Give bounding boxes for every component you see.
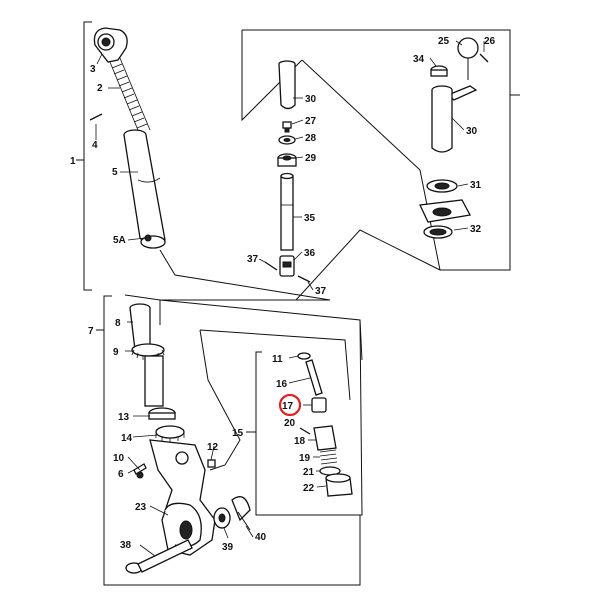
callout-37-left: 37 bbox=[247, 254, 259, 265]
callout-7: 7 bbox=[88, 326, 94, 337]
ring-14 bbox=[155, 425, 185, 443]
spring-19 bbox=[319, 449, 338, 465]
callout-30-center: 30 bbox=[305, 94, 317, 105]
callout-40: 40 bbox=[255, 532, 267, 543]
callout-labels: 1 2 3 4 5 5A 6 7 8 9 10 11 12 13 14 15 1… bbox=[70, 36, 496, 553]
outer-sleeve bbox=[123, 129, 166, 249]
callout-10: 10 bbox=[113, 453, 125, 464]
highlight-circle-17 bbox=[278, 393, 302, 417]
upper-tube-30 bbox=[431, 85, 453, 153]
pin-26 bbox=[479, 53, 489, 63]
callout-20: 20 bbox=[284, 418, 296, 429]
knob-25 bbox=[457, 37, 479, 59]
callout-4: 4 bbox=[92, 140, 98, 151]
callout-15: 15 bbox=[232, 428, 244, 439]
pin-20 bbox=[299, 427, 311, 435]
callout-19: 19 bbox=[299, 453, 311, 464]
seal-31 bbox=[426, 179, 458, 193]
washer-28 bbox=[278, 135, 296, 145]
leader-lines bbox=[95, 40, 485, 557]
section-outline-lines bbox=[112, 29, 520, 586]
callout-36: 36 bbox=[304, 248, 316, 259]
bushing-29 bbox=[277, 153, 297, 167]
callout-6: 6 bbox=[118, 469, 124, 480]
callout-30-right: 30 bbox=[466, 126, 478, 137]
lynch-pin-40 bbox=[231, 496, 251, 531]
small-screw bbox=[282, 121, 292, 133]
callout-2: 2 bbox=[97, 83, 103, 94]
callout-34: 34 bbox=[413, 54, 425, 65]
bracket-group-1 bbox=[76, 21, 92, 291]
callout-9: 9 bbox=[113, 347, 119, 358]
spring-pin-6 bbox=[133, 463, 147, 475]
callout-38: 38 bbox=[120, 540, 132, 551]
washer-39 bbox=[213, 507, 231, 529]
callout-25: 25 bbox=[438, 36, 450, 47]
body-18 bbox=[313, 425, 337, 451]
callout-26: 26 bbox=[484, 36, 496, 47]
callout-16: 16 bbox=[276, 379, 288, 390]
bearing-13 bbox=[148, 407, 176, 420]
gear-9 bbox=[131, 343, 165, 407]
spring-coil bbox=[109, 57, 151, 136]
cap-34 bbox=[430, 65, 448, 77]
callout-18: 18 bbox=[294, 436, 306, 447]
callout-32: 32 bbox=[470, 224, 482, 235]
callout-11: 11 bbox=[272, 354, 283, 365]
pin-37-right bbox=[297, 275, 311, 283]
bracket-group-7 bbox=[96, 295, 112, 586]
bracket-32 bbox=[419, 199, 471, 239]
nut-11 bbox=[297, 352, 311, 360]
callout-14: 14 bbox=[121, 433, 133, 444]
callout-13: 13 bbox=[118, 412, 130, 423]
lower-shaft-8 bbox=[129, 303, 151, 351]
callout-17: 17 bbox=[282, 401, 294, 412]
callout-35: 35 bbox=[304, 213, 316, 224]
callout-1: 1 bbox=[70, 156, 76, 167]
set-screw-12 bbox=[207, 459, 216, 468]
callout-27: 27 bbox=[305, 116, 317, 127]
part-17 bbox=[311, 397, 327, 413]
callout-21: 21 bbox=[303, 467, 315, 478]
pin-37-left bbox=[264, 261, 278, 271]
rod-end-eye bbox=[93, 27, 128, 63]
cap-22 bbox=[325, 473, 353, 497]
housing-arm-23 bbox=[149, 439, 216, 556]
callout-28: 28 bbox=[305, 133, 317, 144]
upper-rod bbox=[278, 60, 296, 110]
grease-fitting-10 bbox=[136, 471, 144, 479]
callout-12: 12 bbox=[207, 442, 219, 453]
callout-37-right: 37 bbox=[315, 286, 327, 297]
shaft-35 bbox=[280, 172, 294, 251]
callout-31: 31 bbox=[470, 180, 482, 191]
callout-5: 5 bbox=[112, 167, 118, 178]
callout-3: 3 bbox=[90, 64, 96, 75]
rod-16 bbox=[305, 359, 323, 396]
retaining-pin bbox=[89, 113, 103, 121]
bracket-group-15 bbox=[246, 351, 262, 516]
coupling-36 bbox=[279, 255, 295, 277]
callout-8: 8 bbox=[115, 318, 121, 329]
pin-38 bbox=[125, 539, 193, 574]
callout-29: 29 bbox=[305, 153, 317, 164]
callout-5a: 5A bbox=[113, 235, 126, 246]
callout-23: 23 bbox=[135, 502, 147, 513]
callout-39: 39 bbox=[222, 542, 234, 553]
callout-22: 22 bbox=[303, 483, 315, 494]
